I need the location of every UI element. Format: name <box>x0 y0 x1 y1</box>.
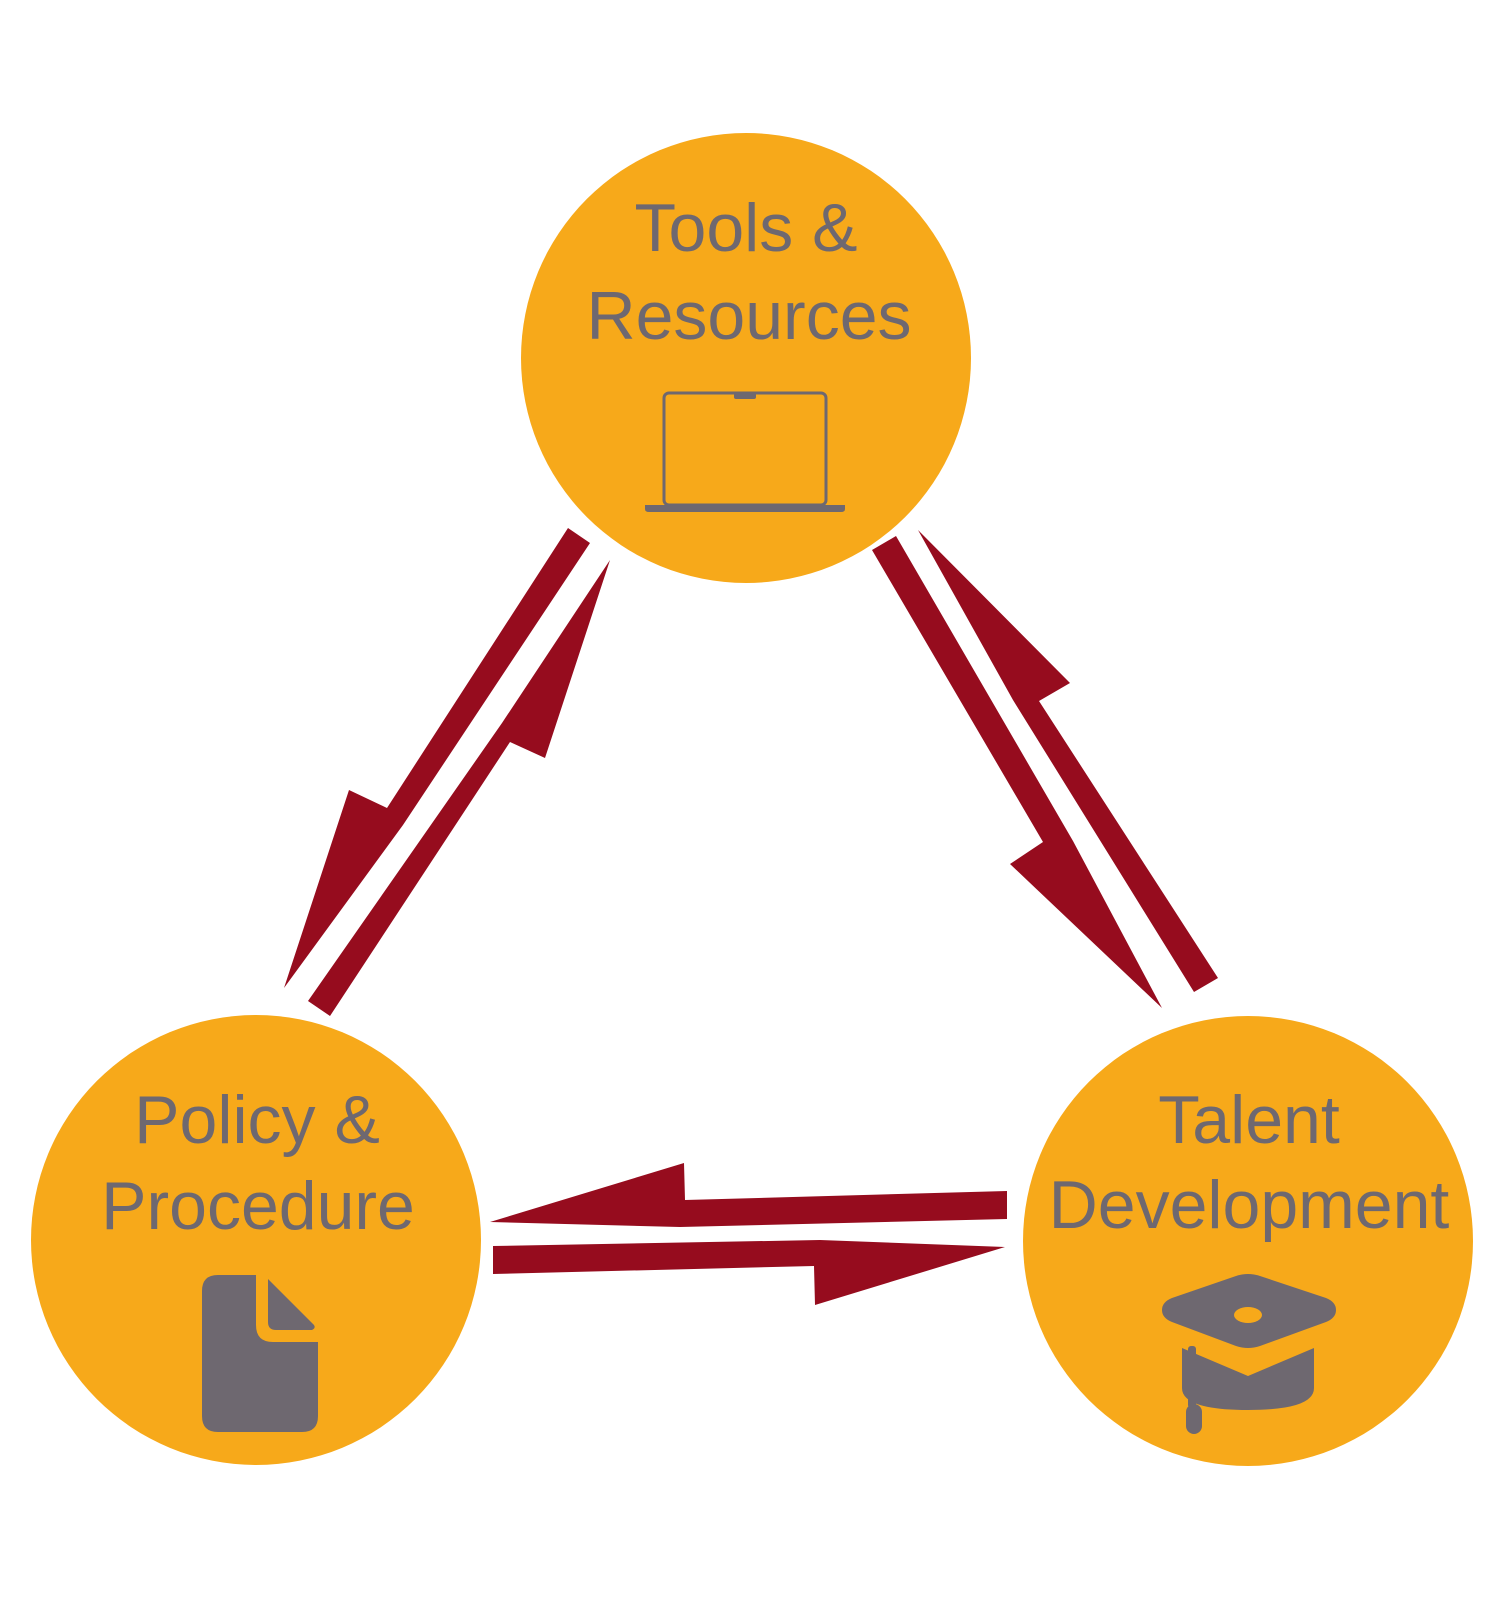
node-label-line1: Talent <box>1158 1082 1340 1158</box>
node-label-line2: Resources <box>586 278 911 354</box>
node-label-line1: Policy & <box>134 1082 380 1158</box>
arrow-talent-to-policy <box>490 1163 1007 1227</box>
arrow-tools-to-talent <box>872 536 1162 1008</box>
node-label-line1: Tools & <box>635 190 858 266</box>
node-circle <box>31 1015 481 1465</box>
arrows <box>284 528 1218 1305</box>
arrow-tools-to-policy <box>284 528 590 988</box>
node-talent-development: Talent Development <box>1023 1016 1473 1466</box>
document-icon <box>202 1275 318 1432</box>
node-tools-resources: Tools & Resources <box>521 133 971 583</box>
node-label-line2: Development <box>1049 1167 1450 1243</box>
laptop-icon <box>645 391 845 512</box>
arrow-policy-to-talent <box>493 1240 1005 1305</box>
node-policy-procedure: Policy & Procedure <box>31 1015 481 1465</box>
node-circle <box>521 133 971 583</box>
arrow-talent-to-tools <box>918 530 1218 992</box>
arrow-policy-to-tools <box>308 560 610 1016</box>
node-circle <box>1023 1016 1473 1466</box>
cap-button <box>1234 1307 1262 1323</box>
node-label-line2: Procedure <box>101 1168 415 1244</box>
